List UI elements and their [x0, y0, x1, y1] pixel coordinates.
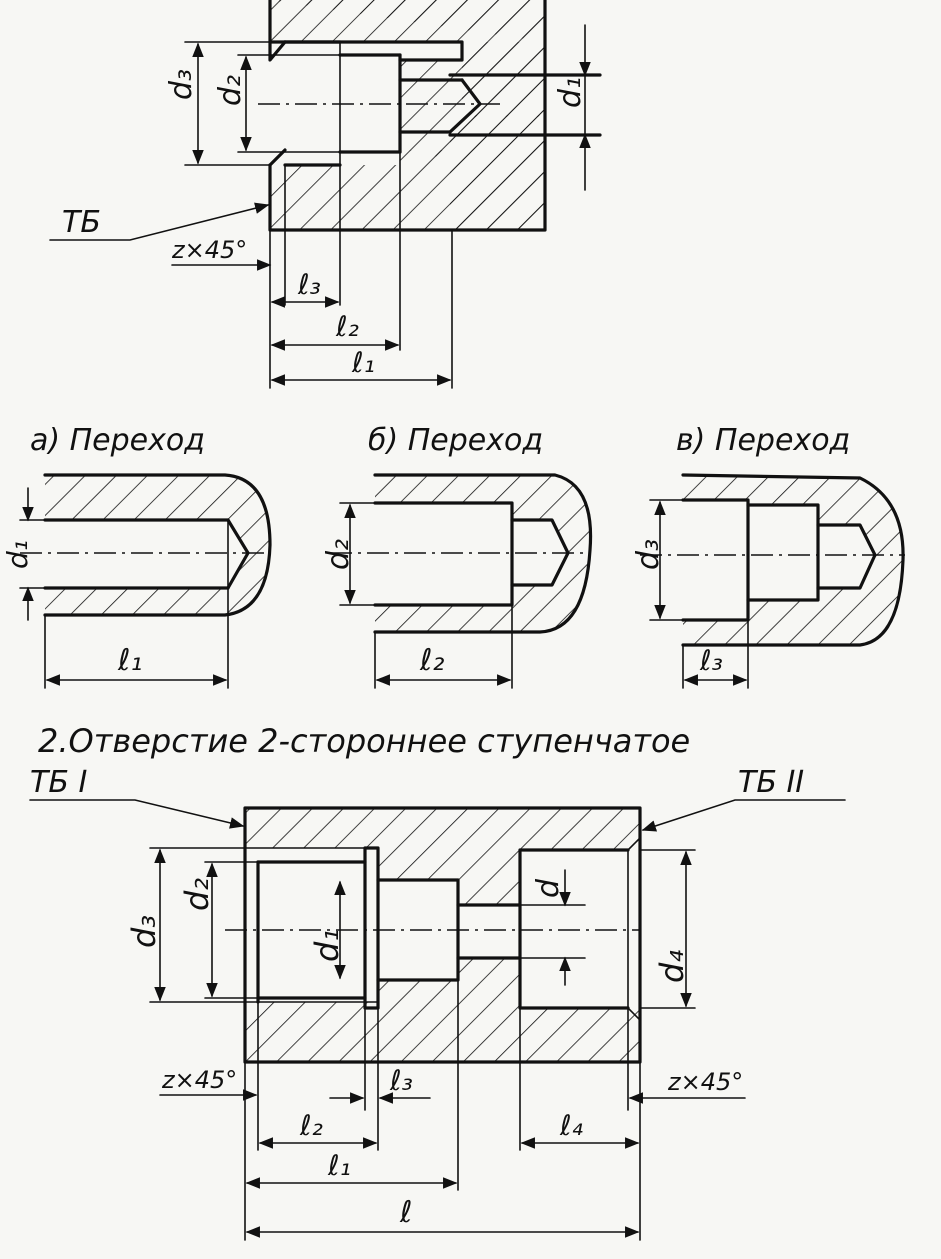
body-outline — [268, 0, 547, 232]
label-d-fig2: d — [531, 878, 566, 898]
label-d1: d₁ — [553, 77, 588, 108]
label-l-fig2: ℓ — [399, 1195, 412, 1230]
label-l3-fig2: ℓ₃ — [389, 1064, 413, 1097]
label-l3-step-c: ℓ₃ — [699, 644, 723, 677]
label-chamfer-right: z×45° — [667, 1068, 743, 1096]
label-tb2: ТБ II — [738, 765, 804, 800]
label-d2-fig2: d₂ — [178, 878, 216, 911]
label-l2-fig2: ℓ₂ — [299, 1109, 323, 1142]
label-chamfer-left: z×45° — [161, 1066, 237, 1094]
label-d1-step-a: d₁ — [1, 540, 34, 569]
groove — [363, 846, 380, 1010]
label-d3-step-c: d₃ — [631, 539, 666, 570]
label-d4-fig2: d₄ — [653, 950, 691, 983]
label-chamfer-1: z×45° — [171, 236, 247, 264]
label-l1-step-a: ℓ₁ — [117, 643, 142, 678]
section2-title: 2.Отверстие 2-стороннее ступенчатое — [38, 722, 690, 760]
label-d2-step-b: d₂ — [321, 539, 356, 570]
body-hatch-right — [462, 42, 545, 117]
figure-1-stepped-hole: d₃ d₂ d₁ ТБ z×45° ℓ₃ ℓ₂ ℓ₁ — [49, 0, 602, 389]
label-l3-a: ℓ₃ — [297, 268, 321, 301]
body-hatch-bottom — [270, 115, 545, 230]
figure-2-two-sided-hole: d₃ d₂ d₁ d d₄ ТБ I ТБ II z× — [29, 765, 846, 1241]
label-l4-fig2: ℓ₄ — [559, 1109, 583, 1142]
label-d3: d₃ — [164, 69, 199, 100]
figure-step-c: d₃ ℓ₃ — [631, 473, 905, 689]
body-top-strip — [270, 0, 545, 42]
tb-leader — [49, 202, 270, 241]
caption-step-b: б) Переход — [368, 423, 543, 458]
label-l2-step-b: ℓ₂ — [419, 643, 444, 678]
label-d2: d₂ — [213, 75, 248, 106]
label-l1-a: ℓ₁ — [351, 346, 375, 379]
label-d3-fig2: d₃ — [125, 915, 163, 948]
caption-step-a: а) Переход — [30, 423, 205, 458]
label-tb1: ТБ I — [30, 765, 87, 800]
label-l1-fig2: ℓ₁ — [327, 1149, 351, 1182]
caption-step-c: в) Переход — [676, 423, 850, 458]
label-tb: ТБ — [62, 205, 101, 240]
label-l2-a: ℓ₂ — [335, 310, 359, 343]
label-d1-fig2: d₁ — [308, 929, 346, 962]
figure-step-b: d₂ ℓ₂ — [321, 473, 593, 689]
figure-step-a: d₁ ℓ₁ — [1, 473, 272, 689]
